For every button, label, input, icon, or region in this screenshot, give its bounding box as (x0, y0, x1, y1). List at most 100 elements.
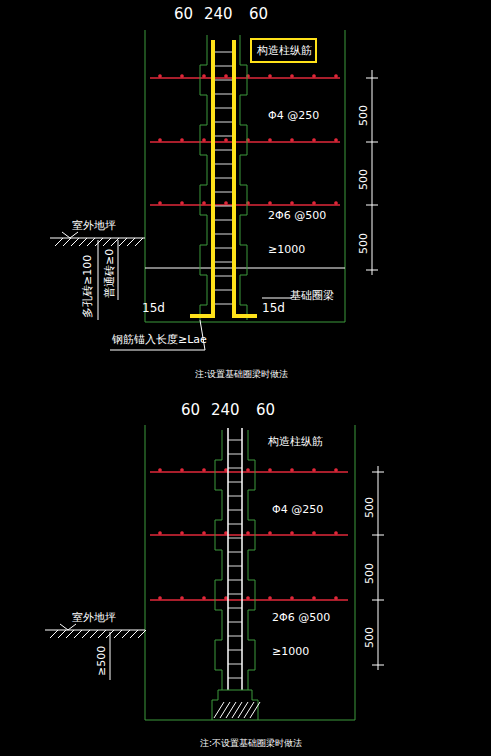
bar-dot (269, 469, 271, 471)
bar-dot (313, 202, 315, 204)
bar-dot (291, 75, 293, 77)
ground-hatch (74, 630, 82, 638)
dimension-text: 500 (364, 627, 376, 648)
footing-hatch (244, 702, 254, 718)
stirrup (214, 206, 233, 207)
column-edge (200, 35, 207, 320)
stirrup (214, 94, 233, 95)
stirrup (214, 66, 233, 67)
dimension-text: 15d (262, 302, 285, 315)
stirrup (228, 440, 242, 441)
bar-dot (335, 597, 337, 599)
footing-hatch (214, 702, 224, 718)
annotation: Φ4 @250 (272, 504, 323, 516)
footing-hatch (232, 702, 242, 718)
annotation: Φ4 @250 (268, 110, 319, 122)
stirrup (228, 538, 242, 539)
bar-dot (203, 532, 205, 534)
bar-dot (159, 75, 161, 77)
ground-hatch (127, 238, 135, 246)
stirrup (228, 454, 242, 455)
bar-dot (247, 532, 249, 534)
stirrup (228, 580, 242, 581)
ground-hatch (71, 238, 79, 246)
bar-dot (247, 597, 249, 599)
dimension-text: 500 (358, 233, 370, 254)
ground-hatch (50, 630, 58, 638)
bar-dot (159, 469, 161, 471)
annotation: 室外地坪 (72, 612, 116, 624)
annotation: 注:不设置基础圈梁时做法 (200, 739, 302, 749)
bar-dot (203, 202, 205, 204)
ground-hatch (138, 630, 146, 638)
bar-dot (313, 597, 315, 599)
tie-bar (150, 77, 340, 78)
dimension-text: 240 (204, 6, 233, 23)
bar-dot (181, 202, 183, 204)
ground-hatch (111, 238, 119, 246)
stirrup (214, 108, 233, 109)
bar-dot (203, 597, 205, 599)
ground-hatch (103, 238, 111, 246)
bar-dot (225, 202, 227, 204)
bar-dot (269, 139, 271, 141)
stirrup (214, 178, 233, 179)
ground-hatch (66, 630, 74, 638)
stirrup (214, 290, 233, 291)
footing-hatch (220, 702, 230, 718)
stirrup (228, 482, 242, 483)
bar-dot (269, 597, 271, 599)
dimension-text: 15d (142, 302, 165, 315)
bar-dot (291, 202, 293, 204)
bar-dot (335, 139, 337, 141)
bar-dot (159, 139, 161, 141)
ground-hatch (119, 238, 127, 246)
annotation: 注:设置基础圈梁时做法 (195, 370, 288, 380)
tie-bar (150, 204, 340, 205)
bar-dot (181, 139, 183, 141)
bar-dot (181, 469, 183, 471)
stirrup (214, 220, 233, 221)
dimension-text: 2Φ6 @500 (268, 210, 326, 222)
dimension-text: 500 (358, 169, 370, 190)
annotation: 多孔砖≥100 (82, 255, 94, 318)
stirrup (228, 650, 242, 651)
dimension-text: 60 (256, 402, 275, 419)
column-edge (248, 430, 255, 690)
annotation: 构造柱纵筋 (268, 436, 323, 448)
dimension-text: 60 (249, 6, 268, 23)
ground-hatch (95, 238, 103, 246)
bar-dot (181, 597, 183, 599)
annotation: 钢筋锚入长度≥Lae (112, 334, 207, 346)
bar-dot (203, 139, 205, 141)
bar-dot (203, 75, 205, 77)
bar-dot (269, 75, 271, 77)
stirrup (214, 164, 233, 165)
stirrup (228, 468, 242, 469)
ground-hatch (130, 630, 138, 638)
ground-hatch (58, 630, 66, 638)
dimension-text: 500 (358, 105, 370, 126)
bar-dot (313, 469, 315, 471)
bar-dot (313, 532, 315, 534)
stirrup (214, 136, 233, 137)
stirrup (214, 150, 233, 151)
stirrup (214, 80, 233, 81)
ground-hatch (63, 238, 71, 246)
dimension-text: ≥1000 (268, 244, 305, 256)
stirrup (214, 52, 233, 53)
dimension-text: ≥500 (96, 646, 108, 676)
dimension-text: ≥1000 (272, 646, 309, 658)
ground-hatch (79, 238, 87, 246)
stirrup (228, 636, 242, 637)
bar-dot (313, 75, 315, 77)
bar-dot (335, 75, 337, 77)
bar-dot (225, 139, 227, 141)
ground-hatch (90, 630, 98, 638)
stirrup (228, 664, 242, 665)
dimension-text: 240 (211, 402, 240, 419)
bar-dot (159, 202, 161, 204)
bar-dot (159, 532, 161, 534)
stirrup (228, 566, 242, 567)
